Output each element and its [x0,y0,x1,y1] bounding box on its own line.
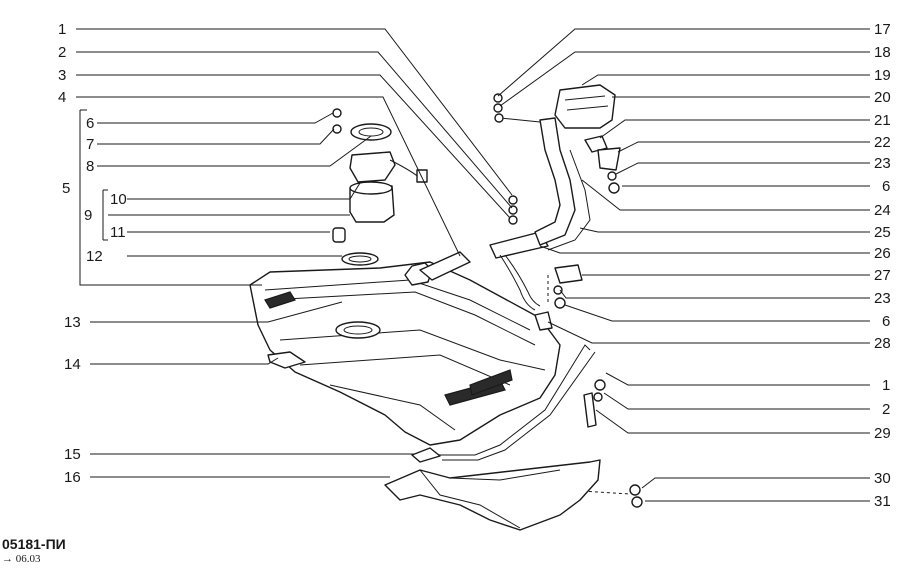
callout-label: 7 [86,136,94,153]
leader-lines [76,28,870,502]
callout-label: 2 [58,44,66,61]
callout-label: 6 [882,313,890,330]
callout-label: 6 [86,115,94,132]
callouts-right: 17 18 19 20 21 22 23 6 24 25 26 27 23 6 … [874,21,891,510]
fuel-tank [249,261,561,446]
callout-label: 13 [64,314,81,331]
heat-shield [267,351,601,531]
clamps-right [534,264,643,508]
callout-label: 1 [58,21,66,38]
callout-label: 23 [874,290,891,307]
callout-label: 23 [874,155,891,172]
callout-label: 15 [64,446,81,463]
callout-label: 18 [874,44,891,61]
callout-label: 2 [882,401,890,418]
callout-label: 17 [874,21,891,38]
fuel-pump-module [332,108,428,266]
callout-label: 6 [882,178,890,195]
separator-tank [493,84,621,225]
callout-label: 24 [874,202,891,219]
callout-label: 26 [874,245,891,262]
callout-label: 14 [64,356,81,373]
callout-label: 25 [874,224,891,241]
callout-label: 11 [110,224,126,241]
callout-label: 31 [874,493,891,510]
callout-label: 10 [110,191,127,208]
callout-label: 8 [86,158,94,175]
callout-label: 28 [874,335,891,352]
callout-label: 9 [84,207,92,224]
callout-label: 16 [64,469,81,486]
callout-label: 22 [874,134,891,151]
figure-date: → 06.03 [2,553,41,565]
callout-label: 30 [874,470,891,487]
callout-label: 4 [58,89,66,106]
callout-label: 21 [874,112,891,129]
callout-label: 27 [874,267,891,284]
callout-label: 1 [882,377,890,394]
figure-code: 05181-ПИ [2,536,66,552]
callout-label: 5 [62,180,70,197]
filler-neck [419,117,596,461]
callout-label: 3 [58,67,66,84]
callouts-left: 1 2 3 4 6 7 8 5 10 9 11 12 13 14 15 16 [58,21,127,486]
callout-label: 20 [874,89,891,106]
callout-label: 29 [874,425,891,442]
callout-label: 12 [86,248,103,265]
callout-label: 19 [874,67,891,84]
